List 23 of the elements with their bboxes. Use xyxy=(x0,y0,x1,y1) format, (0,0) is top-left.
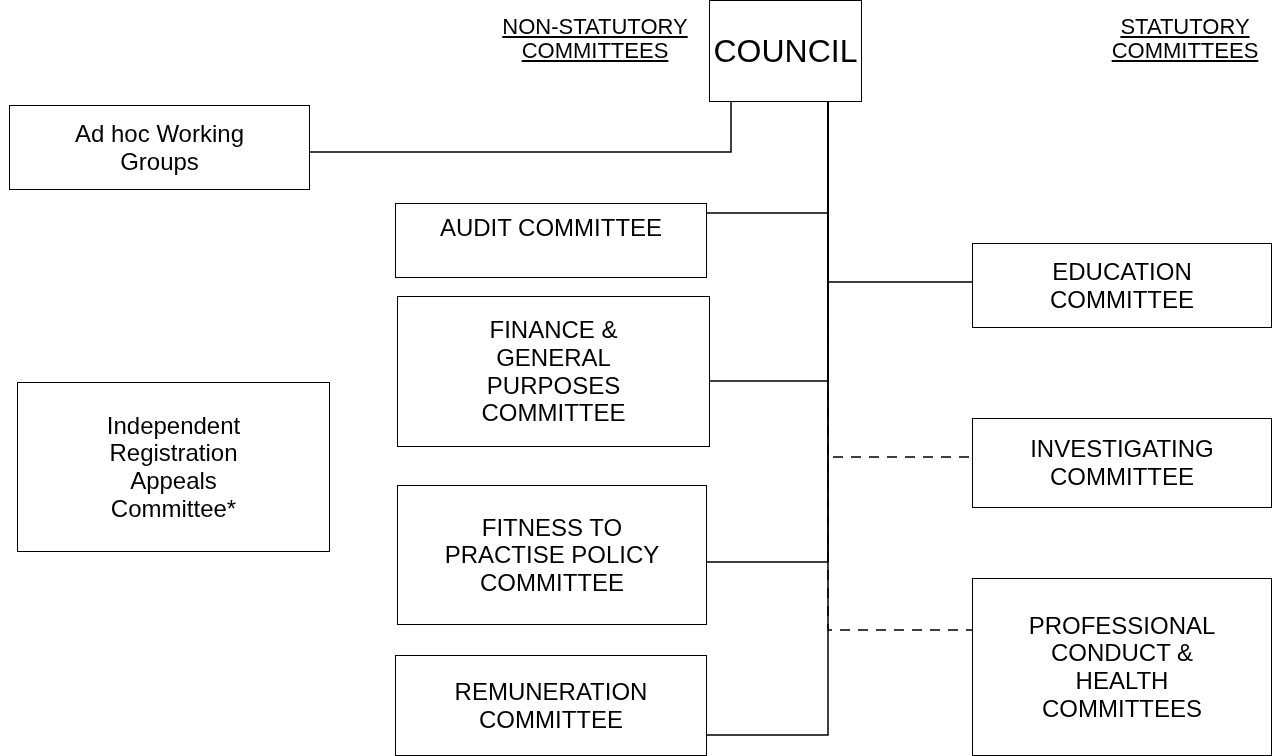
committee-box xyxy=(9,105,310,190)
committee-box xyxy=(395,203,707,278)
committee-name: REMUNERATION COMMITTEE xyxy=(453,677,649,734)
section-heading: STATUTORY COMMITTEES xyxy=(1110,15,1260,64)
committee-name: INVESTIGATING COMMITTEE xyxy=(1029,435,1215,491)
committee-box xyxy=(17,382,330,552)
committee-name: EDUCATION COMMITTEE xyxy=(1049,257,1195,314)
committee-box xyxy=(972,578,1272,756)
committee-name: FITNESS TO PRACTISE POLICY COMMITTEE xyxy=(443,513,661,597)
connector-line xyxy=(309,101,732,153)
title-text: COUNCIL xyxy=(713,32,858,70)
committee-box xyxy=(709,0,862,102)
section-heading: NON-STATUTORY COMMITTEES xyxy=(501,15,689,64)
committee-box xyxy=(972,243,1272,328)
committee-name: FINANCE & GENERAL PURPOSES COMMITTEE xyxy=(480,316,627,427)
committee-box xyxy=(397,485,707,625)
committee-name: Independent Registration Appeals Committee* xyxy=(105,411,242,523)
committee-box xyxy=(397,296,710,447)
committee-box xyxy=(972,418,1272,508)
committee-name: PROFESSIONAL CONDUCT & HEALTH COMMITTEES xyxy=(1027,611,1217,723)
committee-box xyxy=(395,655,707,756)
committee-name: AUDIT COMMITTEE xyxy=(439,214,663,242)
committee-name: Ad hoc Working Groups xyxy=(74,119,245,176)
